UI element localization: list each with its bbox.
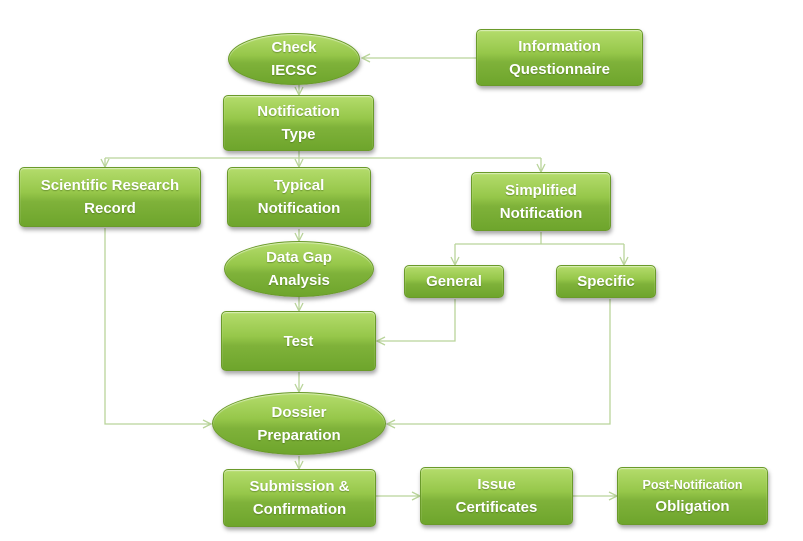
dossier-preparation-line1: Dossier bbox=[271, 403, 327, 421]
post-notification-obligation-line1: Post-Notification bbox=[642, 477, 743, 492]
general-node: General bbox=[404, 265, 504, 298]
submission-confirmation-line2: Confirmation bbox=[252, 501, 347, 518]
information-questionnaire-line1: Information bbox=[518, 37, 601, 55]
issue-certificates-line2: Certificates bbox=[455, 499, 538, 516]
specific-label: Specific bbox=[577, 273, 635, 290]
test-node: Test bbox=[221, 311, 376, 371]
dossier-preparation-node: Dossier Preparation bbox=[212, 392, 386, 455]
simplified-notification-line2: Notification bbox=[499, 204, 583, 222]
data-gap-analysis-line2: Analysis bbox=[268, 272, 330, 289]
issue-certificates-line1: Issue bbox=[477, 476, 516, 493]
dossier-preparation-line2: Preparation bbox=[257, 426, 341, 444]
issue-certificates-node: Issue Certificates bbox=[420, 467, 573, 525]
data-gap-analysis-node: Data Gap Analysis bbox=[224, 241, 374, 297]
notification-type-line1: Notification bbox=[257, 103, 340, 120]
check-iecsc-node: Check IECSC bbox=[228, 33, 360, 85]
edge-general-to-test bbox=[377, 299, 456, 341]
simplified-notification-line1: Simplified bbox=[505, 181, 577, 199]
typical-notification-line2: Notification bbox=[257, 200, 341, 217]
typical-notification-node: Typical Notification bbox=[227, 167, 371, 227]
post-notification-obligation-node: Post-Notification Obligation bbox=[617, 467, 768, 525]
notification-type-line2: Type bbox=[281, 126, 316, 143]
post-notification-obligation-line2: Obligation bbox=[655, 497, 730, 515]
typical-notification-line1: Typical bbox=[273, 177, 325, 194]
scientific-research-record-line1: Scientific Research bbox=[40, 177, 180, 194]
information-questionnaire-node: Information Questionnaire bbox=[476, 29, 643, 86]
notification-type-node: Notification Type bbox=[223, 95, 374, 151]
specific-node: Specific bbox=[556, 265, 656, 298]
check-iecsc-line2: IECSC bbox=[271, 62, 317, 79]
general-label: General bbox=[426, 273, 482, 290]
test-label: Test bbox=[283, 332, 314, 350]
simplified-notification-node: Simplified Notification bbox=[471, 172, 611, 231]
submission-confirmation-line1: Submission & bbox=[249, 478, 350, 495]
edge-specific-to-dossier bbox=[387, 299, 611, 424]
submission-confirmation-node: Submission & Confirmation bbox=[223, 469, 376, 527]
information-questionnaire-line2: Questionnaire bbox=[509, 60, 610, 78]
data-gap-analysis-line1: Data Gap bbox=[266, 249, 332, 266]
edge-scientific-research-to-dossier bbox=[104, 228, 211, 424]
scientific-research-record-node: Scientific Research Record bbox=[19, 167, 201, 227]
scientific-research-record-line2: Record bbox=[84, 200, 136, 217]
check-iecsc-line1: Check bbox=[271, 39, 317, 56]
